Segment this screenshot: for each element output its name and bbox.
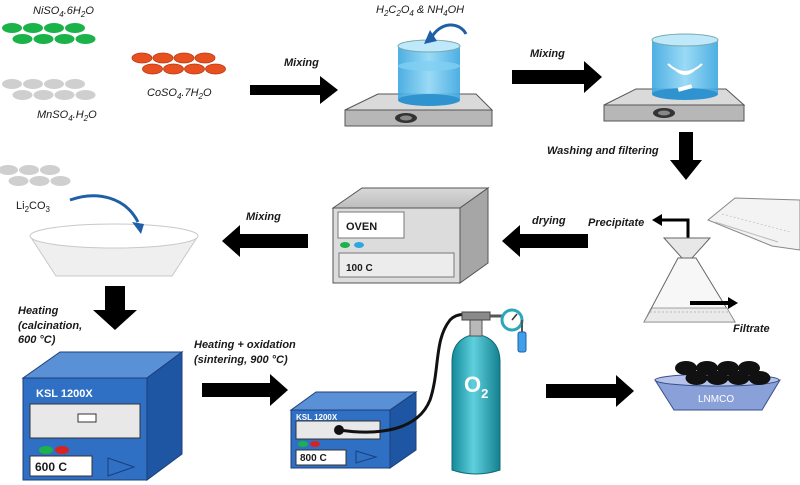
- oven: [331, 187, 490, 284]
- co-pellet: [194, 52, 216, 64]
- step-precipitate: Precipitate: [588, 217, 644, 229]
- mn-pellet: [12, 90, 33, 100]
- oven-temp: 100 C: [346, 263, 373, 274]
- mn-pellet: [54, 90, 75, 100]
- step-drying: drying: [532, 215, 566, 227]
- lithium-add-arrow-head: [132, 222, 144, 234]
- step-heating-3: 600 °C): [18, 334, 56, 346]
- ni-pellet: [44, 23, 64, 33]
- ni-pellet: [12, 34, 33, 44]
- beaker-1: [397, 39, 461, 106]
- lithium-label: Li2CO3: [16, 200, 51, 214]
- manganese-label: MnSO4.H2O: [37, 109, 97, 123]
- filtrate-arrow: [690, 297, 738, 309]
- arrow-sintering: [202, 374, 288, 406]
- li-pellet: [8, 176, 29, 186]
- furnace-2-temp: 800 C: [300, 453, 327, 464]
- lnmco-pellets: [675, 361, 771, 385]
- mn-pellet: [33, 90, 54, 100]
- li-pellet: [50, 176, 71, 186]
- arrow-mixing-1: [250, 76, 338, 104]
- step-sintering-1: Heating + oxidation: [194, 339, 296, 351]
- ni-pellet: [33, 34, 54, 44]
- mn-pellet: [75, 90, 96, 100]
- prod-pellet: [696, 361, 718, 375]
- prod-pellet: [717, 361, 739, 375]
- prod-pellet: [727, 371, 750, 385]
- pour-arrow: [428, 23, 468, 41]
- co-pellet: [152, 52, 174, 64]
- mn-pellet: [44, 79, 64, 89]
- step-mixing-3: Mixing: [246, 211, 281, 223]
- cobalt-label: CoSO4.7H2O: [147, 87, 212, 101]
- li-pellet: [40, 165, 60, 175]
- precipitate-arrow-head: [652, 214, 662, 226]
- furnace-2: [289, 391, 418, 469]
- prod-pellet: [738, 361, 760, 375]
- co-pellet: [163, 63, 184, 75]
- furnace-1-temp: 600 C: [35, 460, 67, 474]
- beaker-2: [651, 33, 719, 100]
- mn-pellet: [23, 79, 43, 89]
- co-pellet: [184, 63, 205, 75]
- nickel-pellets: [2, 23, 96, 44]
- cylinder-label: O2: [464, 372, 488, 401]
- co-pellet: [205, 63, 226, 75]
- prod-pellet: [706, 371, 729, 385]
- ni-pellet: [65, 23, 85, 33]
- mn-pellet: [65, 79, 85, 89]
- step-heating-2: (calcination,: [18, 320, 82, 332]
- ni-pellet: [2, 23, 22, 33]
- arrow-heating: [93, 286, 137, 330]
- ni-pellet: [23, 23, 43, 33]
- nickel-label: NiSO4.6H2O: [33, 5, 94, 19]
- arrow-washing: [670, 132, 702, 180]
- step-washing: Washing and filtering: [547, 145, 659, 157]
- lithium-pellets: [0, 165, 71, 186]
- funnel-flask: [643, 237, 736, 323]
- step-sintering-2: (sintering, 900 °C): [194, 354, 288, 366]
- step-filtrate: Filtrate: [733, 323, 770, 335]
- arrow-mixing-2: [512, 61, 602, 93]
- precipitant-label: H2C2O4 & NH4OH: [376, 4, 464, 18]
- prod-pellet: [675, 361, 697, 375]
- manganese-pellets: [2, 79, 96, 100]
- lithium-add-arrow: [69, 194, 140, 223]
- crucible-bowl: [29, 223, 199, 277]
- step-mixing-1: Mixing: [284, 57, 319, 69]
- furnace-1-model: KSL 1200X: [36, 388, 93, 400]
- li-pellet: [0, 165, 18, 175]
- co-pellet: [131, 52, 153, 64]
- co-pellet: [173, 52, 195, 64]
- mn-pellet: [2, 79, 22, 89]
- ni-pellet: [54, 34, 75, 44]
- precipitate-arrow: [660, 218, 690, 238]
- li-pellet: [19, 165, 39, 175]
- cobalt-pellets: [131, 52, 226, 75]
- step-mixing-2: Mixing: [530, 48, 565, 60]
- step-heating-1: Heating: [18, 305, 59, 317]
- prod-pellet: [748, 371, 771, 385]
- co-pellet: [142, 63, 163, 75]
- ni-pellet: [75, 34, 96, 44]
- li-pellet: [29, 176, 50, 186]
- product-name: LNMCO: [698, 394, 734, 405]
- oxygen-cylinder: [451, 308, 527, 475]
- oven-name: OVEN: [346, 221, 377, 233]
- furnace-2-model: KSL 1200X: [296, 413, 338, 422]
- arrow-mixing-3: [222, 225, 308, 257]
- arrow-product: [546, 375, 634, 407]
- prod-pellet: [685, 371, 708, 385]
- pour-arrow-head: [424, 30, 437, 44]
- arrow-drying: [502, 225, 588, 257]
- furnace-1: [21, 351, 184, 481]
- filter-paper: [707, 197, 800, 251]
